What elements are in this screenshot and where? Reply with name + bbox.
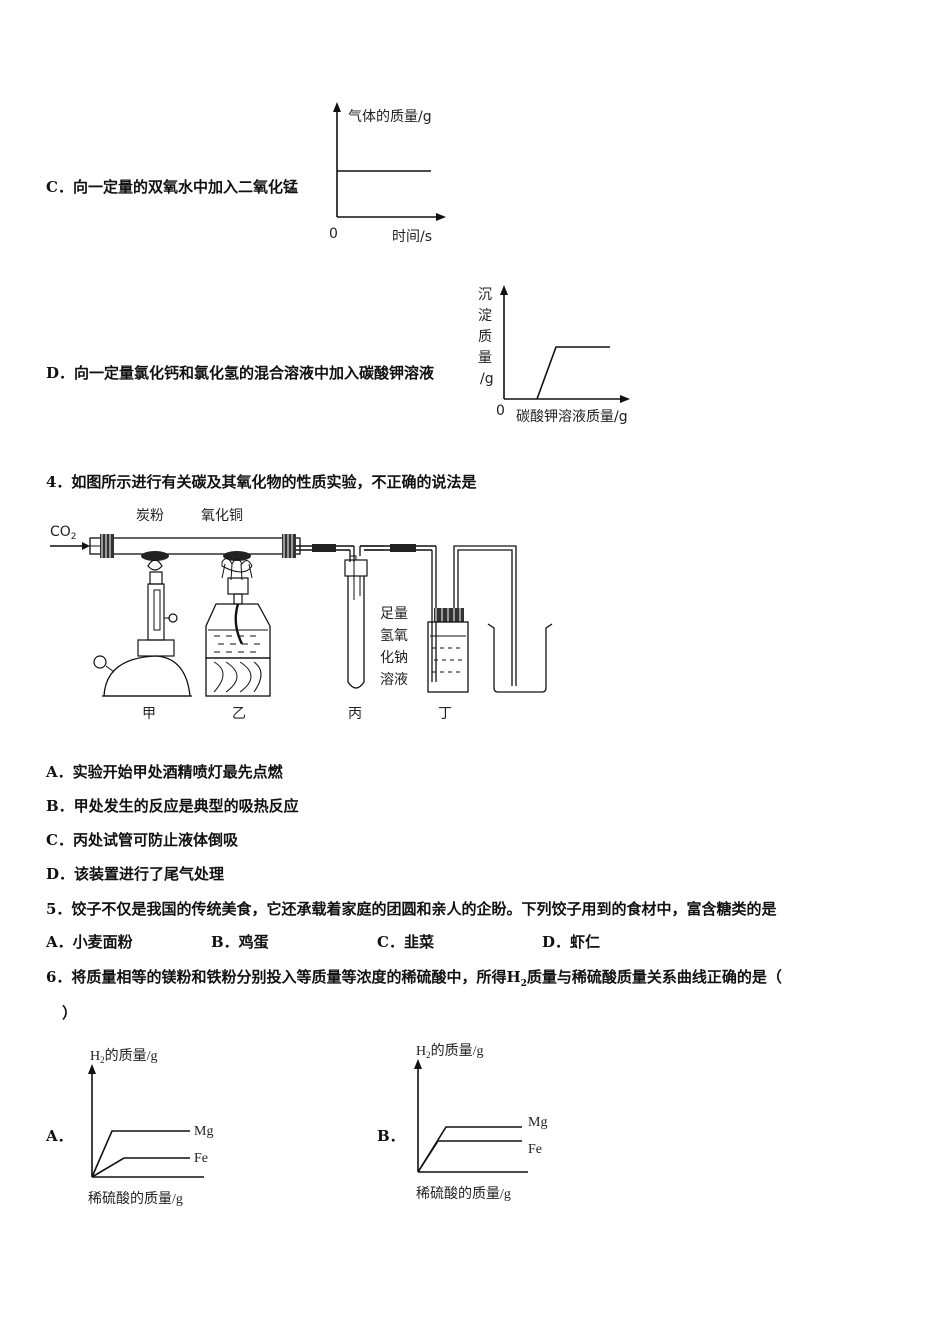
mg-curve	[91, 1130, 190, 1178]
x-axis-label: 时间/s	[392, 229, 432, 245]
y-axis-label-4: 量	[478, 350, 492, 366]
y-axis-label-3: 质	[478, 329, 492, 345]
q6-option-a-graph: H2的质量/g Mg Fe 稀硫酸的质量/g	[88, 1048, 213, 1207]
q5-stem: 5．饺子不仅是我国的传统美食，它还承载着家庭的团圆和亲人的企盼。下列饺子用到的食…	[46, 900, 777, 918]
q3-option-c-text: C．向一定量的双氧水中加入二氧化锰	[46, 178, 298, 196]
y-axis-arrow	[333, 102, 341, 112]
q6-stem: 6．将质量相等的镁粉和铁粉分别投入等质量等浓度的稀硫酸中，所得H2质量与稀硫酸质…	[46, 968, 782, 989]
alcohol-lamp-yi	[205, 558, 271, 697]
q5-option-c: C．韭菜	[377, 933, 434, 951]
station-bing-label: 丙	[348, 706, 362, 722]
fe-legend: Fe	[528, 1142, 542, 1157]
carbon-powder-label: 炭粉	[136, 508, 164, 524]
blast-burner-jia	[93, 559, 192, 697]
station-ding-label: 丁	[438, 706, 452, 722]
x-axis-arrow	[620, 395, 630, 403]
y-axis-label-2: 淀	[478, 308, 492, 324]
fe-curve	[417, 1140, 522, 1173]
q6-option-b-graph: H2的质量/g Mg Fe 稀硫酸的质量/g	[414, 1043, 547, 1202]
beaker	[487, 623, 553, 693]
q4-option-c: C．丙处试管可防止液体倒吸	[46, 831, 238, 849]
copper-oxide-label: 氧化铜	[201, 508, 243, 524]
q4-stem: 4．如图所示进行有关碳及其氧化物的性质实验，不正确的说法是	[46, 473, 477, 491]
copper-oxide-pile	[223, 551, 251, 561]
carbon-powder-pile	[141, 551, 169, 561]
y-axis-arrow	[500, 285, 508, 295]
q4-option-d: D．该装置进行了尾气处理	[46, 865, 225, 883]
x-axis-label: 稀硫酸的质量/g	[88, 1191, 183, 1207]
y-axis-label-1: 沉	[478, 287, 492, 303]
precipitate-curve	[536, 346, 610, 400]
gas-washing-bottle-ding	[427, 545, 517, 693]
solution-label-4: 溶液	[380, 672, 408, 688]
q4-option-b: B．甲处发生的反应是典型的吸热反应	[46, 797, 299, 815]
mg-legend: Mg	[528, 1115, 547, 1130]
q3-option-d-graph: 沉 淀 质 量 /g 0 碳酸钾溶液质量/g	[478, 285, 630, 425]
mg-curve	[417, 1126, 522, 1173]
origin-label: 0	[496, 403, 505, 419]
y-axis-label: H2的质量/g	[416, 1043, 484, 1060]
reaction-tube	[89, 537, 301, 555]
co2-label: CO2	[50, 524, 77, 542]
origin-label: 0	[329, 226, 338, 242]
y-axis-arrow	[414, 1059, 422, 1069]
q5-option-b: B．鸡蛋	[211, 933, 269, 951]
x-axis-arrow	[436, 213, 446, 221]
y-axis-label: 气体的质量/g	[348, 109, 432, 125]
wood-block	[205, 657, 271, 697]
test-tube-bing	[344, 545, 384, 689]
x-axis-label: 碳酸钾溶液质量/g	[516, 409, 628, 425]
fe-curve	[91, 1157, 190, 1178]
mg-legend: Mg	[194, 1124, 213, 1139]
q3-option-c-graph: 气体的质量/g 0 时间/s	[329, 102, 446, 245]
station-yi-label: 乙	[232, 706, 246, 722]
q4-apparatus-figure: CO2 炭粉 氧化铜	[50, 508, 553, 722]
station-jia-label: 甲	[142, 706, 156, 722]
q6-stem-close: ）	[62, 1004, 78, 1022]
q3-option-d-text: D．向一定量氯化钙和氯化氢的混合溶液中加入碳酸钾溶液	[46, 364, 435, 382]
y-axis-arrow	[88, 1064, 96, 1074]
solution-label-1: 足量	[380, 606, 408, 622]
rubber-tube-2	[390, 544, 416, 552]
rubber-tube-1	[312, 544, 336, 552]
x-axis-label: 稀硫酸的质量/g	[416, 1186, 511, 1202]
y-axis-label: H2的质量/g	[90, 1048, 158, 1065]
y-axis-label-5: /g	[480, 371, 494, 387]
q6-option-a-label: A．	[46, 1127, 73, 1145]
fe-legend: Fe	[194, 1151, 208, 1166]
solution-label-3: 化钠	[380, 650, 408, 666]
q5-option-d: D．虾仁	[542, 933, 601, 951]
solution-label-2: 氢氧	[380, 628, 408, 644]
q6-option-b-label: B．	[377, 1127, 405, 1145]
q4-option-a: A．实验开始甲处酒精喷灯最先点燃	[46, 763, 283, 781]
q5-option-a: A．小麦面粉	[46, 933, 133, 951]
